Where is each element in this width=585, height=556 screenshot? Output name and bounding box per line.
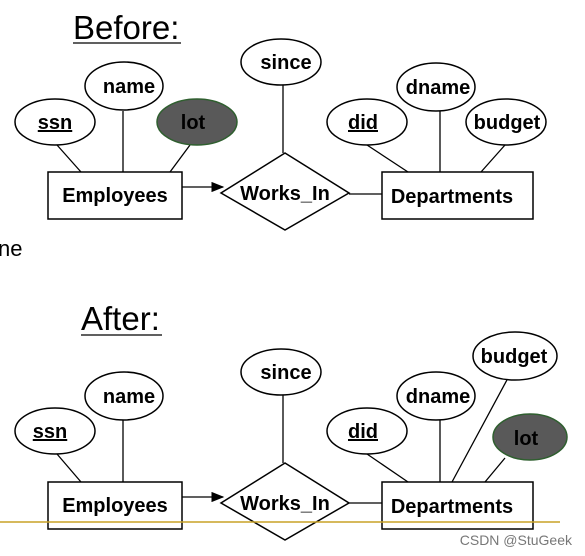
before-entity-employees-label: Employees [62, 185, 168, 207]
after-did-connector [366, 453, 409, 483]
before-lot-connector [169, 144, 191, 173]
after-attr-ssn [14, 407, 96, 455]
before-attr-since [240, 38, 322, 86]
before-entity-departments [381, 171, 534, 220]
before-attr-lot-label: lot [181, 112, 206, 134]
before-title: Before: [73, 9, 179, 46]
after-attr-dname-label: dname [406, 386, 470, 408]
before-attr-dname [396, 62, 476, 112]
before-did-connector [366, 144, 409, 173]
before-attr-name-label: name [103, 76, 155, 98]
after-attr-ssn-label: ssn [33, 421, 67, 443]
before-attr-dname-label: dname [406, 77, 470, 99]
after-attr-budget-label: budget [481, 346, 548, 368]
before-attr-since-label: since [260, 52, 311, 74]
before-attr-name [84, 61, 164, 111]
before-attr-budget-label: budget [474, 112, 541, 134]
left-text-fragment: ne [0, 236, 22, 261]
after-diagram: After: ssn name since did dname budget l… [14, 300, 568, 541]
after-budget-connector [451, 377, 509, 483]
before-ssn-connector [56, 144, 82, 173]
after-attr-since [240, 348, 322, 396]
after-entity-departments [381, 481, 534, 530]
before-entity-departments-label: Departments [391, 186, 513, 208]
after-attr-dname [396, 371, 476, 421]
before-entity-employees [47, 171, 183, 220]
before-attr-did [326, 98, 408, 146]
before-relationship-works-in-label: Works_In [240, 183, 330, 205]
before-budget-connector [480, 144, 506, 173]
after-attr-name-label: name [103, 386, 155, 408]
after-relationship-works-in-label: Works_In [240, 493, 330, 515]
after-entity-employees-label: Employees [62, 495, 168, 517]
before-attr-budget [465, 98, 547, 146]
before-attr-did-label: did [348, 112, 378, 134]
after-lot-connector [484, 457, 506, 483]
after-entity-departments-label: Departments [391, 496, 513, 518]
after-attr-since-label: since [260, 362, 311, 384]
after-attr-lot-label: lot [514, 428, 539, 450]
before-attr-ssn [14, 98, 96, 146]
before-attr-lot [156, 98, 238, 146]
after-attr-did [326, 407, 408, 455]
after-title: After: [81, 300, 160, 337]
after-relationship-works-in [219, 462, 351, 541]
before-relationship-works-in [219, 152, 351, 231]
before-attr-ssn-label: ssn [38, 112, 72, 134]
after-ssn-connector [56, 453, 82, 483]
watermark-text: CSDN @StuGeek [460, 532, 573, 548]
after-attr-did-label: did [348, 421, 378, 443]
after-attr-budget [472, 331, 558, 381]
before-diagram: Before: ssn name lot since did dname bud… [14, 9, 547, 231]
after-attr-name [84, 371, 164, 421]
after-entity-employees [47, 481, 183, 530]
after-attr-lot [492, 413, 568, 461]
